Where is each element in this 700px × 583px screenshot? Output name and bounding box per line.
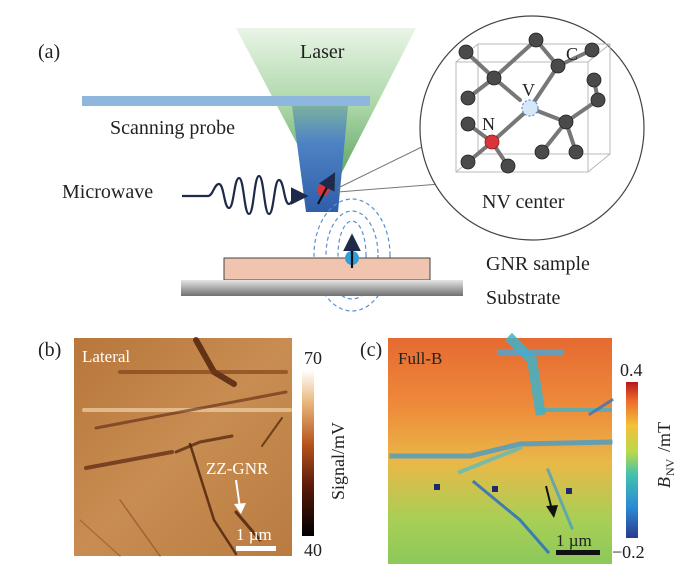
panel-b: (b) Lateral ZZ-GNR 1 µm 70 40 Signal/mV <box>38 337 348 560</box>
nv-spin-arrow <box>317 172 336 205</box>
laser-label: Laser <box>300 41 345 63</box>
microwave-wave <box>182 174 309 216</box>
colorbar-c-min: −0.2 <box>612 542 645 562</box>
substrate <box>181 280 463 296</box>
scale-bar-c-label: 1 µm <box>556 531 592 550</box>
pixel-dark-3 <box>566 488 572 494</box>
gnr-sample <box>223 257 431 281</box>
scale-bar-b-label: 1 µm <box>236 525 272 544</box>
panel-b-label: (b) <box>38 339 61 361</box>
vacancy-site <box>521 99 539 117</box>
substrate-label: Substrate <box>486 287 561 309</box>
colorbar-c-label-sub: NV <box>663 458 677 476</box>
nitrogen-atom <box>484 134 500 150</box>
atom-label-n: N <box>482 114 495 134</box>
gnr-sample-label: GNR sample <box>486 253 590 275</box>
scale-bar-c <box>556 550 600 555</box>
colorbar-b <box>302 370 314 536</box>
colorbar-b-max: 70 <box>304 348 322 368</box>
lateral-map-features <box>79 337 292 557</box>
panel-a: (a) Laser Scanning probe Microwave GNR s… <box>38 15 645 312</box>
microwave-label: Microwave <box>62 181 153 203</box>
full-b-mode-label: Full-B <box>398 349 442 368</box>
panel-c: (c) Full-B 1 µm 0.4 −0.2 B NV /mT <box>360 332 677 564</box>
scanning-probe-bar <box>82 96 370 106</box>
zz-gnr-arrowhead <box>234 503 246 514</box>
scale-bar-b <box>236 546 276 551</box>
lateral-map <box>74 338 292 556</box>
colorbar-c-label-unit: /mT <box>654 422 674 452</box>
zz-gnr-label: ZZ-GNR <box>206 459 269 478</box>
full-b-map-features <box>389 332 615 555</box>
panel-a-label: (a) <box>38 41 60 63</box>
pixel-dark-1 <box>434 484 440 490</box>
zoom-line-bottom <box>337 183 441 193</box>
pixel-dark-2 <box>492 486 498 492</box>
atom-label-v: V <box>522 80 535 100</box>
colorbar-b-min: 40 <box>304 540 322 560</box>
atom-label-c: C <box>566 44 578 64</box>
magnetic-field-lines <box>313 198 391 312</box>
scanning-probe-label: Scanning probe <box>110 117 235 139</box>
colorbar-c-label: B NV /mT <box>654 422 677 488</box>
colorbar-c <box>626 382 638 538</box>
colorbar-b-label: Signal/mV <box>328 422 348 500</box>
zz-gnr-arrow <box>235 479 241 509</box>
panel-c-label: (c) <box>360 339 382 361</box>
feature-arrowhead-c <box>546 505 558 518</box>
zoom-line-top <box>337 141 433 189</box>
carbon-atoms <box>458 32 606 174</box>
nv-center-label: NV center <box>482 191 565 213</box>
lateral-mode-label: Lateral <box>82 347 130 366</box>
colorbar-c-label-main: B <box>654 477 674 488</box>
colorbar-c-max: 0.4 <box>620 360 643 380</box>
